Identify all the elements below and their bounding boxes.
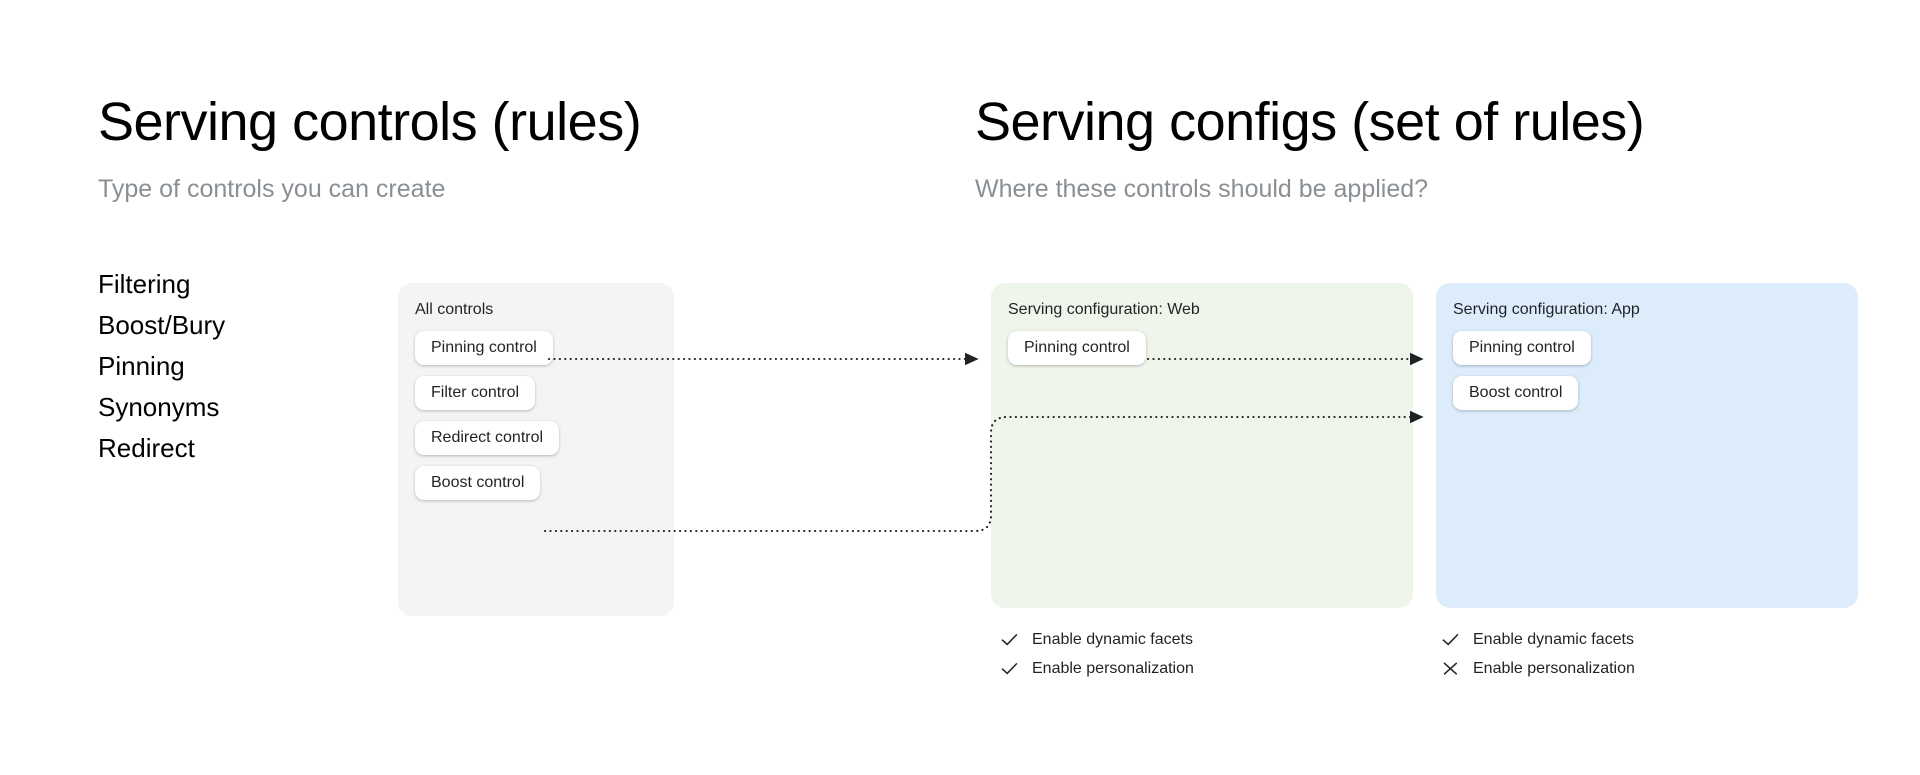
page-subtitle-right: Where these controls should be applied? bbox=[975, 175, 1429, 203]
chip-filter-control[interactable]: Filter control bbox=[415, 376, 536, 410]
panel-all-controls-title: All controls bbox=[415, 301, 494, 318]
chip-pinning-control[interactable]: Pinning control bbox=[1008, 331, 1146, 365]
chip-boost-control[interactable]: Boost control bbox=[415, 466, 541, 500]
chip-redirect-control[interactable]: Redirect control bbox=[415, 421, 560, 455]
control-type-item-redirect: Redirect bbox=[98, 433, 195, 463]
option-row-enable-dynamic-facets[interactable]: Enable dynamic facets bbox=[1441, 630, 1635, 649]
panel-serving-config-web: Serving configuration: Web Pinning contr… bbox=[991, 283, 1413, 608]
control-type-item-filtering: Filtering bbox=[98, 269, 191, 299]
panel-serving-config-web-chip-list: Pinning control bbox=[1008, 331, 1146, 365]
option-label: Enable personalization bbox=[1473, 659, 1635, 677]
check-icon bbox=[1000, 630, 1019, 649]
page-subtitle-left: Type of controls you can create bbox=[98, 175, 446, 203]
panel-serving-config-app: Serving configuration: App Pinning contr… bbox=[1436, 283, 1858, 608]
options-serving-config-app: Enable dynamic facets Enable personaliza… bbox=[1441, 630, 1635, 678]
options-serving-config-web: Enable dynamic facets Enable personaliza… bbox=[1000, 630, 1194, 678]
page-title-right: Serving configs (set of rules) bbox=[975, 92, 1645, 152]
panel-all-controls: All controls Pinning control Filter cont… bbox=[398, 283, 674, 616]
chip-pinning-control[interactable]: Pinning control bbox=[1453, 331, 1591, 365]
panel-serving-config-app-title: Serving configuration: App bbox=[1453, 301, 1640, 318]
page-title-left: Serving controls (rules) bbox=[98, 92, 642, 152]
option-label: Enable dynamic facets bbox=[1032, 630, 1193, 648]
option-label: Enable personalization bbox=[1032, 659, 1194, 677]
chip-boost-control[interactable]: Boost control bbox=[1453, 376, 1579, 410]
panel-serving-config-web-title: Serving configuration: Web bbox=[1008, 301, 1200, 318]
option-row-enable-personalization[interactable]: Enable personalization bbox=[1000, 659, 1194, 678]
control-type-item-pinning: Pinning bbox=[98, 351, 185, 381]
control-type-item-synonyms: Synonyms bbox=[98, 392, 220, 422]
option-row-enable-dynamic-facets[interactable]: Enable dynamic facets bbox=[1000, 630, 1194, 649]
panel-serving-config-app-chip-list: Pinning control Boost control bbox=[1453, 331, 1591, 410]
option-label: Enable dynamic facets bbox=[1473, 630, 1634, 648]
option-row-enable-personalization[interactable]: Enable personalization bbox=[1441, 659, 1635, 678]
chip-pinning-control[interactable]: Pinning control bbox=[415, 331, 553, 365]
check-icon bbox=[1000, 659, 1019, 678]
cross-icon bbox=[1441, 659, 1460, 678]
check-icon bbox=[1441, 630, 1460, 649]
control-type-item-boost-bury: Boost/Bury bbox=[98, 310, 226, 340]
control-type-list: Filtering Boost/Bury Pinning Synonyms Re… bbox=[98, 268, 225, 465]
panel-all-controls-chip-list: Pinning control Filter control Redirect … bbox=[415, 331, 560, 500]
